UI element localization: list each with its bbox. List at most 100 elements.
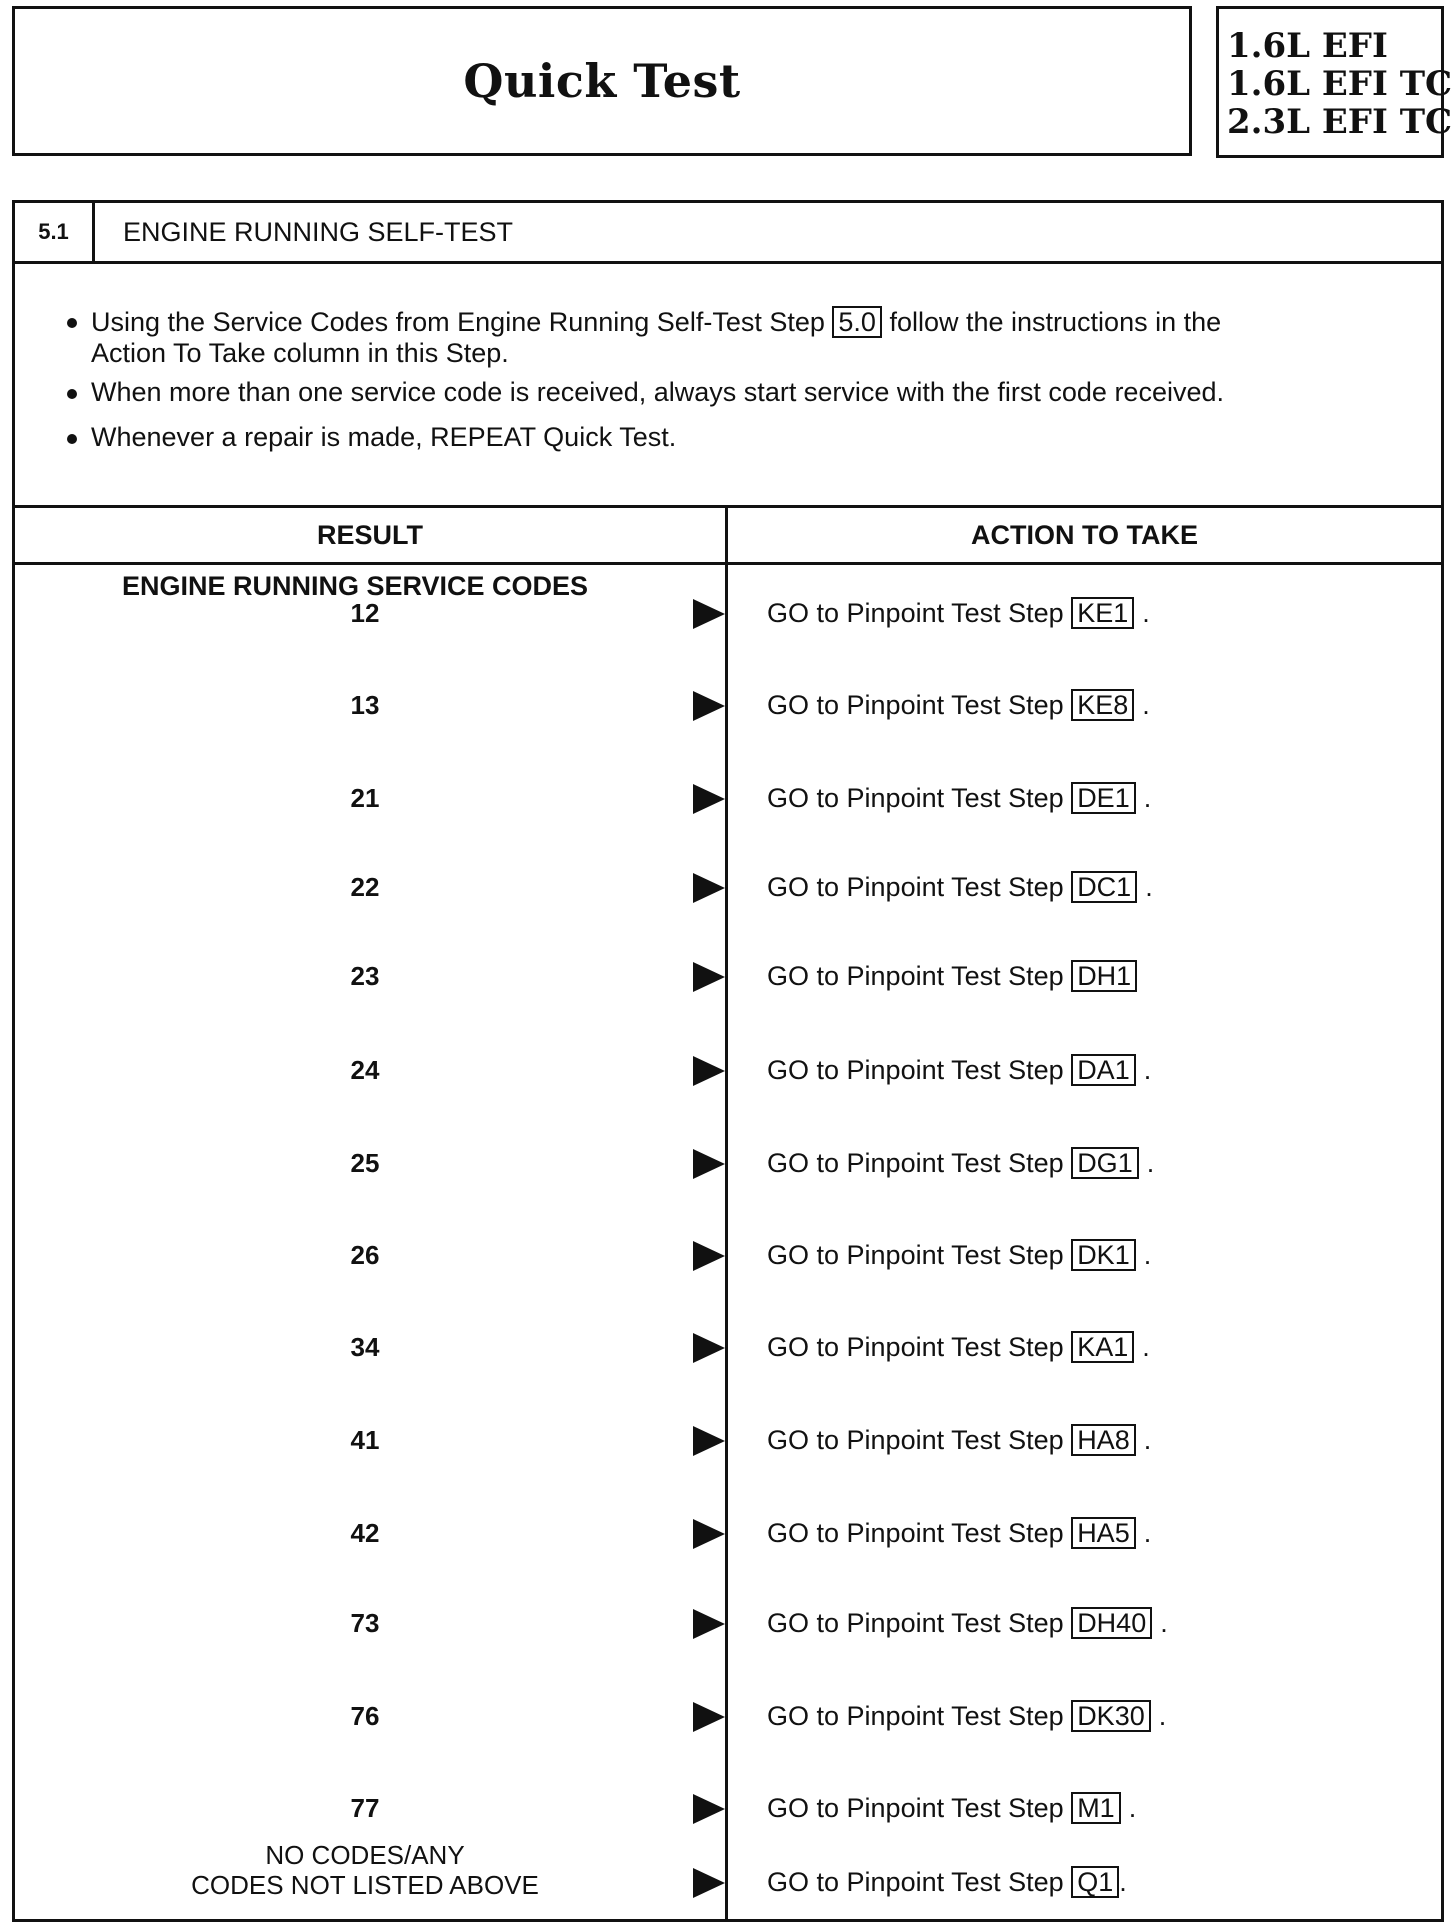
action-prefix: GO to Pinpoint Test Step	[767, 598, 1064, 628]
action-text: GO to Pinpoint Test Step HA8.	[767, 1420, 1151, 1460]
action-text: GO to Pinpoint Test Step DA1.	[767, 1050, 1151, 1090]
pinpoint-step-reference[interactable]: DH1	[1071, 960, 1138, 992]
action-prefix: GO to Pinpoint Test Step	[767, 1148, 1064, 1178]
action-text: GO to Pinpoint Test Step HA5.	[767, 1513, 1151, 1553]
engine-label: 1.6L EFI	[1227, 26, 1388, 66]
title-box: Quick Test	[12, 6, 1192, 156]
pinpoint-step-reference[interactable]: DK30	[1071, 1700, 1151, 1732]
result-text: CODES NOT LISTED ABOVE	[191, 1870, 539, 1900]
table-row: 22 GO to Pinpoint Test Step DC1.	[15, 867, 1441, 907]
action-prefix: GO to Pinpoint Test Step	[767, 690, 1064, 720]
pinpoint-step-reference[interactable]: DH40	[1071, 1607, 1153, 1639]
result-code: 21	[350, 783, 380, 813]
page-title: Quick Test	[463, 54, 741, 108]
result-code: 22	[350, 872, 380, 902]
pinpoint-step-reference[interactable]: DC1	[1071, 871, 1138, 903]
action-prefix: GO to Pinpoint Test Step	[767, 1240, 1064, 1270]
action-text: GO to Pinpoint Test Step Q1.	[767, 1862, 1127, 1902]
arrow-right-icon	[693, 1609, 725, 1639]
arrow-right-icon	[693, 873, 725, 903]
instruction-text: follow the instructions in the	[889, 307, 1222, 337]
arrow-right-icon	[693, 599, 725, 629]
result-code: 12	[350, 598, 380, 628]
action-suffix: .	[1142, 690, 1150, 720]
arrow-right-icon	[693, 691, 725, 721]
action-prefix: GO to Pinpoint Test Step	[767, 783, 1064, 813]
arrow-right-icon	[693, 1149, 725, 1179]
action-text: GO to Pinpoint Test Step DK1.	[767, 1235, 1151, 1275]
bullet-icon	[67, 434, 77, 444]
action-suffix: .	[1142, 1332, 1150, 1362]
action-prefix: GO to Pinpoint Test Step	[767, 1793, 1064, 1823]
action-suffix: .	[1143, 1240, 1152, 1270]
pinpoint-step-reference[interactable]: M1	[1071, 1792, 1121, 1824]
action-suffix: .	[1128, 1793, 1137, 1823]
action-suffix: .	[1143, 1518, 1152, 1548]
pinpoint-step-reference[interactable]: DG1	[1071, 1147, 1139, 1179]
action-suffix: .	[1143, 1055, 1152, 1085]
action-prefix: GO to Pinpoint Test Step	[767, 1867, 1064, 1897]
result-code: 34	[350, 1332, 380, 1362]
arrow-right-icon	[693, 1519, 725, 1549]
instruction-text: Action To Take column in this Step.	[91, 338, 509, 368]
pinpoint-step-reference[interactable]: KE8	[1071, 689, 1135, 721]
result-code: 42	[350, 1518, 380, 1548]
action-text: GO to Pinpoint Test Step KE1.	[767, 593, 1150, 633]
action-suffix: .	[1142, 598, 1150, 628]
pinpoint-step-reference[interactable]: DE1	[1071, 782, 1136, 814]
column-header-row: RESULT ACTION TO TAKE	[15, 508, 1441, 565]
table-row: 21 GO to Pinpoint Test Step DE1.	[15, 778, 1441, 818]
column-divider	[725, 508, 728, 1919]
instruction-text: Using the Service Codes from Engine Runn…	[91, 307, 825, 337]
table-row: 42 GO to Pinpoint Test Step HA5.	[15, 1513, 1441, 1553]
action-text: GO to Pinpoint Test Step DH40.	[767, 1603, 1168, 1643]
instruction-item: Using the Service Codes from Engine Runn…	[67, 306, 1367, 368]
action-suffix: .	[1158, 1701, 1167, 1731]
action-text: GO to Pinpoint Test Step DE1.	[767, 778, 1151, 818]
action-text: GO to Pinpoint Test Step DH1	[767, 956, 1145, 996]
instruction-text: Whenever a repair is made, REPEAT Quick …	[91, 422, 677, 452]
result-code: 26	[350, 1240, 380, 1270]
action-prefix: GO to Pinpoint Test Step	[767, 1701, 1064, 1731]
step-number: 5.1	[15, 203, 95, 261]
action-prefix: GO to Pinpoint Test Step	[767, 1608, 1064, 1638]
action-suffix: .	[1143, 783, 1152, 813]
arrow-right-icon	[693, 1702, 725, 1732]
result-code: 13	[350, 690, 380, 720]
pinpoint-step-reference[interactable]: KE1	[1071, 597, 1135, 629]
pinpoint-step-reference[interactable]: KA1	[1071, 1331, 1135, 1363]
instruction-item: When more than one service code is recei…	[67, 377, 1367, 407]
instructions: Using the Service Codes from Engine Runn…	[15, 264, 1441, 508]
test-panel: 5.1 ENGINE RUNNING SELF-TEST Using the S…	[12, 200, 1444, 1922]
result-text: NO CODES/ANY	[265, 1840, 465, 1870]
pinpoint-step-reference[interactable]: DK1	[1071, 1239, 1136, 1271]
action-suffix: .	[1146, 1148, 1155, 1178]
pinpoint-step-reference[interactable]: Q1	[1071, 1866, 1120, 1898]
action-prefix: GO to Pinpoint Test Step	[767, 1518, 1064, 1548]
pinpoint-step-reference[interactable]: HA8	[1071, 1424, 1136, 1456]
action-text: GO to Pinpoint Test Step DK30.	[767, 1696, 1166, 1736]
table-row: 12 GO to Pinpoint Test Step KE1.	[15, 593, 1441, 633]
action-suffix: .	[1119, 1867, 1127, 1897]
engine-applicability-box: 1.6L EFI 1.6L EFI TC 2.3L EFI TC	[1216, 6, 1452, 158]
table-row: 41 GO to Pinpoint Test Step HA8.	[15, 1420, 1441, 1460]
pinpoint-step-reference[interactable]: DA1	[1071, 1054, 1136, 1086]
action-text: GO to Pinpoint Test Step DC1.	[767, 867, 1153, 907]
pinpoint-step-reference[interactable]: HA5	[1071, 1517, 1136, 1549]
result-code: 41	[350, 1425, 380, 1455]
action-prefix: GO to Pinpoint Test Step	[767, 1425, 1064, 1455]
result-code: 23	[350, 961, 380, 991]
instruction-text: When more than one service code is recei…	[91, 377, 1224, 407]
arrow-right-icon	[693, 1794, 725, 1824]
step-header: 5.1 ENGINE RUNNING SELF-TEST	[15, 203, 1441, 264]
result-code: NO CODES/ANY CODES NOT LISTED ABOVE	[165, 1840, 565, 1900]
arrow-right-icon	[693, 1868, 725, 1898]
step-reference[interactable]: 5.0	[832, 306, 882, 338]
arrow-right-icon	[693, 1056, 725, 1086]
action-suffix: .	[1145, 872, 1153, 902]
column-header-result: RESULT	[317, 519, 423, 550]
